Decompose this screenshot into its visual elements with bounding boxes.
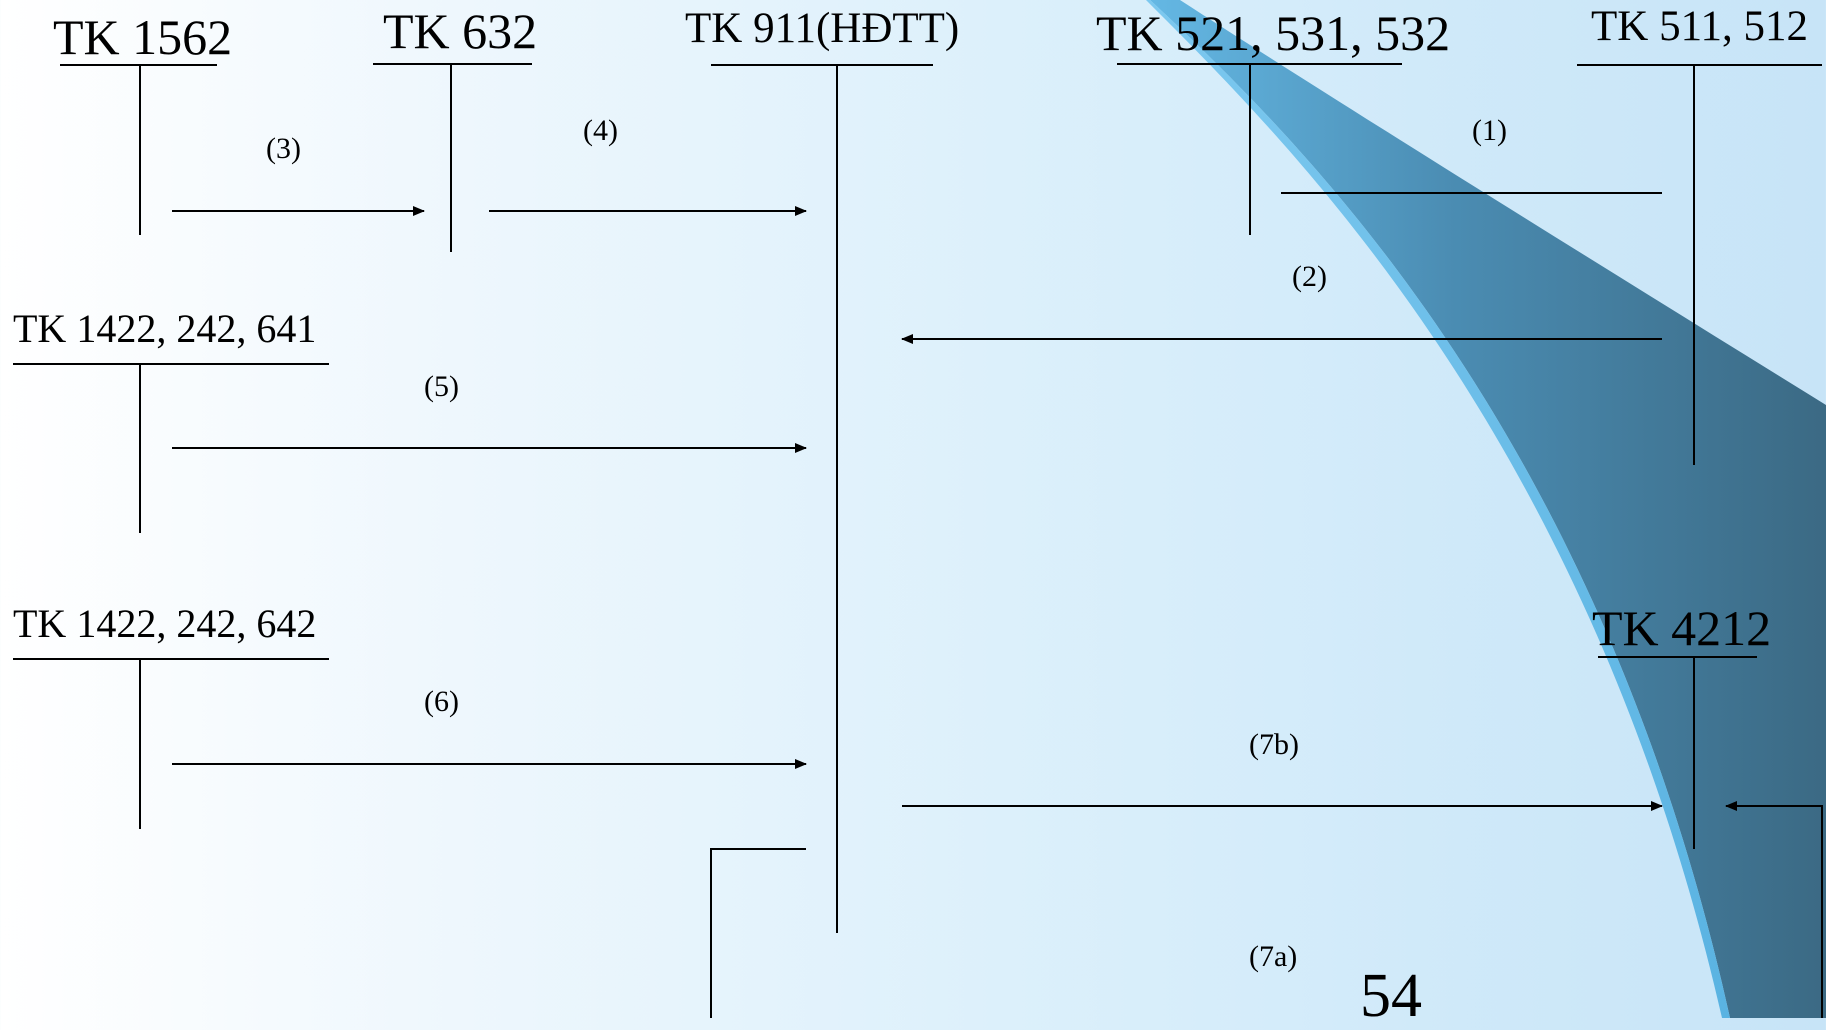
flow-line-7a — [710, 848, 806, 1018]
t-account-tk632 — [373, 63, 532, 252]
account-tk1562: TK 1562 — [53, 9, 233, 65]
t-account-tk511-512 — [1577, 64, 1822, 465]
account-tk1422-242-642: TK 1422, 242, 642 — [13, 601, 317, 646]
account-tk911: TK 911(HĐTT) — [685, 5, 960, 52]
account-tk521-531-532: TK 521, 531, 532 — [1096, 5, 1451, 61]
account-tk511-512: TK 511, 512 — [1591, 3, 1808, 50]
flow-arrow-7a — [1725, 801, 1823, 1018]
step-label-3: (3) — [266, 132, 301, 165]
account-tk632: TK 632 — [383, 3, 538, 59]
t-account-tk521-531-532 — [1117, 63, 1402, 235]
step-label-7a: (7a) — [1249, 940, 1298, 973]
step-label-2: (2) — [1292, 260, 1327, 293]
step-label-4: (4) — [583, 114, 618, 147]
decorative-ribbon — [1146, 0, 1826, 1018]
t-account-tk1422-242-642 — [13, 658, 329, 829]
page-number: 54 — [1360, 962, 1422, 1030]
t-account-tk4212 — [1598, 656, 1757, 849]
step-label-7b: (7b) — [1249, 728, 1299, 761]
account-tk4212: TK 4212 — [1592, 600, 1772, 656]
step-label-1: (1) — [1472, 114, 1507, 147]
step-label-6: (6) — [424, 685, 459, 718]
t-account-tk1562 — [60, 64, 217, 235]
account-tk1422-242-641: TK 1422, 242, 641 — [13, 306, 317, 351]
t-account-tk1422-242-641 — [13, 363, 329, 533]
t-account-tk911 — [711, 64, 933, 933]
step-label-5: (5) — [424, 370, 459, 403]
